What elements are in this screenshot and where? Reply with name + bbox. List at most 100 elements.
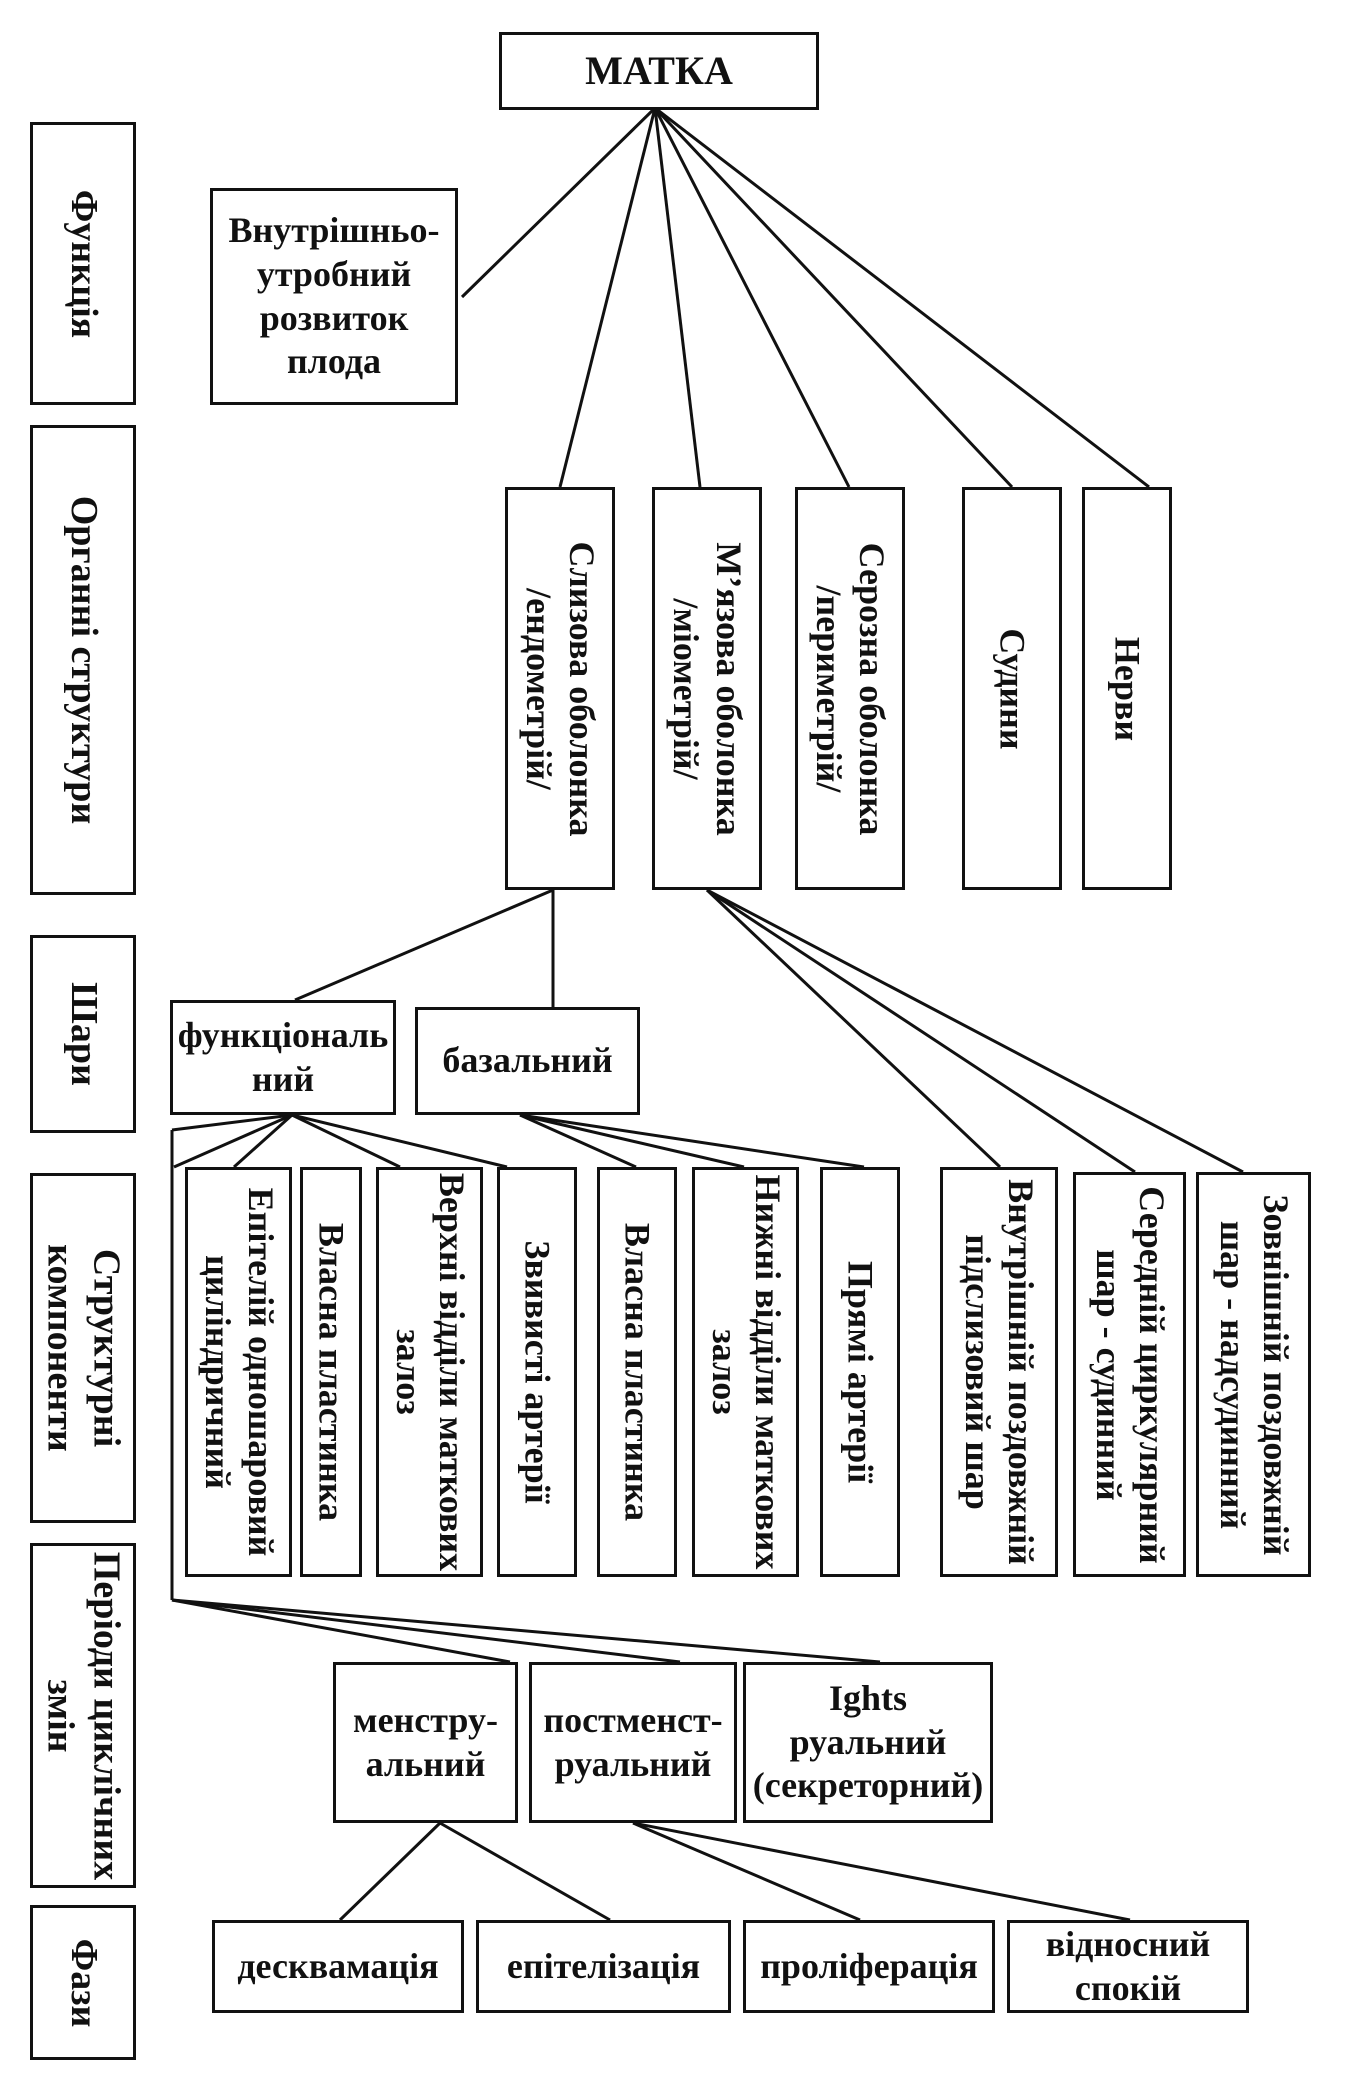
structure-muscular-line2: /міометрій/ <box>666 597 706 780</box>
category-components-line2: компоненти <box>40 1244 82 1452</box>
layer-functional-line1: функціональ <box>177 1014 389 1055</box>
structure-muscular-line1: М’язова оболонка <box>709 541 750 836</box>
component-outer-muscle-line1: Зовнішній поздовжній <box>1255 1193 1296 1556</box>
connector-basal-straight <box>519 1113 865 1169</box>
connector-functional-lamina1 <box>232 1113 294 1169</box>
connector-stem-postmenstrual <box>171 1598 681 1664</box>
connector-functional-stem <box>171 1113 293 1132</box>
component-upper-glands: Верхні відділи маткових залоз <box>376 1167 483 1577</box>
root-label: МАТКА <box>585 47 733 93</box>
component-straight-arteries-label: Прямі артерії <box>840 1260 881 1484</box>
layer-basal: базальний <box>415 1007 640 1115</box>
period-menstrual: менстру- альний <box>333 1662 518 1823</box>
category-phases: Фази <box>30 1905 136 2060</box>
connector-functional-upper-glands <box>291 1113 401 1169</box>
function-line2: утробний <box>256 253 412 294</box>
period-postmenstrual: постменст- руальний <box>529 1662 737 1823</box>
connector-basal-lower-glands <box>519 1113 745 1169</box>
period-premenstrual: Ights руальний (секреторний) <box>743 1662 993 1823</box>
structure-serosa-line2: /периметрій/ <box>809 585 849 792</box>
component-lower-glands: Нижні відділи маткових залоз <box>692 1167 799 1577</box>
component-upper-glands-line2: залоз <box>388 1329 429 1415</box>
connector-postmenstrual-proliferation <box>632 1821 861 1922</box>
component-inner-muscle-layer: Внутрішній поздовжній підслизовий шар <box>940 1167 1058 1577</box>
connector-basal-lamina2 <box>519 1113 637 1169</box>
period-postmenstrual-line1: постменст- <box>543 1699 723 1740</box>
connector-root-vessels <box>653 106 1014 489</box>
category-phases-label: Фази <box>62 1938 105 2027</box>
component-spiral-arteries-label: Звивисті артерії <box>517 1240 558 1504</box>
connector-root-nerves <box>654 106 1150 489</box>
phase-proliferation: проліферація <box>743 1920 995 2013</box>
component-inner-muscle-line2: підслизовий шар <box>958 1234 998 1510</box>
structure-mucosa-line2: /ендометрій/ <box>519 587 559 790</box>
structure-vessels-label: Судини <box>992 627 1033 750</box>
function-line4: плода <box>286 341 382 382</box>
component-lamina-basal: Власна пластинка <box>597 1167 677 1577</box>
connector-stem-menstrual <box>171 1598 511 1664</box>
period-premenstrual-line1: Ights <box>828 1677 907 1718</box>
connector-menstrual-desquamation <box>338 1821 442 1922</box>
period-postmenstrual-line2: руальний <box>554 1743 712 1784</box>
structure-mucosa: Слизова оболонка /ендометрій/ <box>505 487 615 890</box>
phase-relative-rest-line2: спокій <box>1074 1967 1182 2008</box>
structure-serosa: Серозна оболонка /периметрій/ <box>795 487 905 890</box>
component-spiral-arteries: Звивисті артерії <box>497 1167 577 1577</box>
structure-muscular: М’язова оболонка /міометрій/ <box>652 487 762 890</box>
phase-desquamation: десквамація <box>212 1920 464 2013</box>
root-box: МАТКА <box>499 32 819 110</box>
connector-muscular-middle <box>706 888 1136 1174</box>
component-lower-glands-line1: Нижні відділи маткових <box>747 1174 788 1570</box>
category-components-line1: Структурні <box>85 1248 128 1448</box>
component-upper-glands-line1: Верхні відділи маткових <box>431 1172 472 1572</box>
connector-muscular-outer <box>706 888 1244 1174</box>
component-lower-glands-line2: залоз <box>704 1329 745 1415</box>
category-function: Функція <box>30 122 136 405</box>
phase-proliferation-label: проліферація <box>760 1945 978 1986</box>
connector-muscular-inner <box>705 888 1002 1169</box>
phase-desquamation-label: десквамація <box>237 1945 439 1986</box>
period-premenstrual-line2: руальний <box>789 1721 947 1762</box>
connector-functional-epithelium <box>173 1113 293 1169</box>
category-layers-label: Шари <box>62 982 105 1086</box>
category-periods-line1: Періоди циклічних <box>85 1551 128 1880</box>
function-line3: розвиток <box>259 297 409 338</box>
component-outer-muscle-line2: шар - надсудинний <box>1212 1220 1253 1529</box>
component-lamina-functional: Власна пластинка <box>300 1167 362 1577</box>
component-middle-muscle-line2: шар - судинний <box>1088 1248 1129 1501</box>
category-function-label: Функція <box>62 189 105 338</box>
connector-root-function <box>460 106 657 299</box>
connector-menstrual-epithelization <box>439 1821 611 1922</box>
component-epithelium: Епітелій одношаровий циліндричний <box>185 1167 292 1577</box>
phase-relative-rest: відносний спокій <box>1007 1920 1249 2013</box>
function-line1: Внутрішньо- <box>228 209 440 250</box>
period-premenstrual-line3: (секреторний) <box>752 1765 984 1806</box>
category-periods-line2: змін <box>40 1678 82 1753</box>
layer-functional-line2: ний <box>251 1058 315 1099</box>
phase-relative-rest-line1: відносний <box>1045 1923 1211 1964</box>
component-middle-muscle-layer: Середній циркулярний шар - судинний <box>1073 1172 1186 1577</box>
component-middle-muscle-line1: Середній циркулярний <box>1131 1185 1172 1564</box>
period-menstrual-line2: альний <box>365 1743 486 1784</box>
component-lamina-functional-label: Власна пластинка <box>311 1222 352 1522</box>
component-lamina-basal-label: Власна пластинка <box>617 1222 658 1522</box>
connector-functional-spiral <box>291 1113 508 1169</box>
category-layers: Шари <box>30 935 136 1133</box>
component-inner-muscle-line1: Внутрішній поздовжній <box>1001 1179 1042 1565</box>
category-organ-structures: Органні структури <box>30 425 136 895</box>
category-organ-structures-label: Органні структури <box>62 495 105 825</box>
connector-stem-premenstrual <box>171 1598 881 1664</box>
connector-root-mucosa <box>558 107 657 488</box>
structure-mucosa-line1: Слизова оболонка <box>562 541 603 836</box>
function-box: Внутрішньо- утробний розвиток плода <box>210 188 458 405</box>
connector-postmenstrual-rest <box>632 1821 1131 1922</box>
connector-root-muscular <box>653 107 702 488</box>
component-straight-arteries: Прямі артерії <box>820 1167 900 1577</box>
structure-vessels: Судини <box>962 487 1062 890</box>
structure-nerves-label: Нерви <box>1107 636 1148 741</box>
component-outer-muscle-layer: Зовнішній поздовжній шар - надсудинний <box>1196 1172 1311 1577</box>
phase-epithelization: епітелізація <box>476 1920 731 2013</box>
component-epithelium-line1: Епітелій одношаровий <box>240 1187 281 1557</box>
